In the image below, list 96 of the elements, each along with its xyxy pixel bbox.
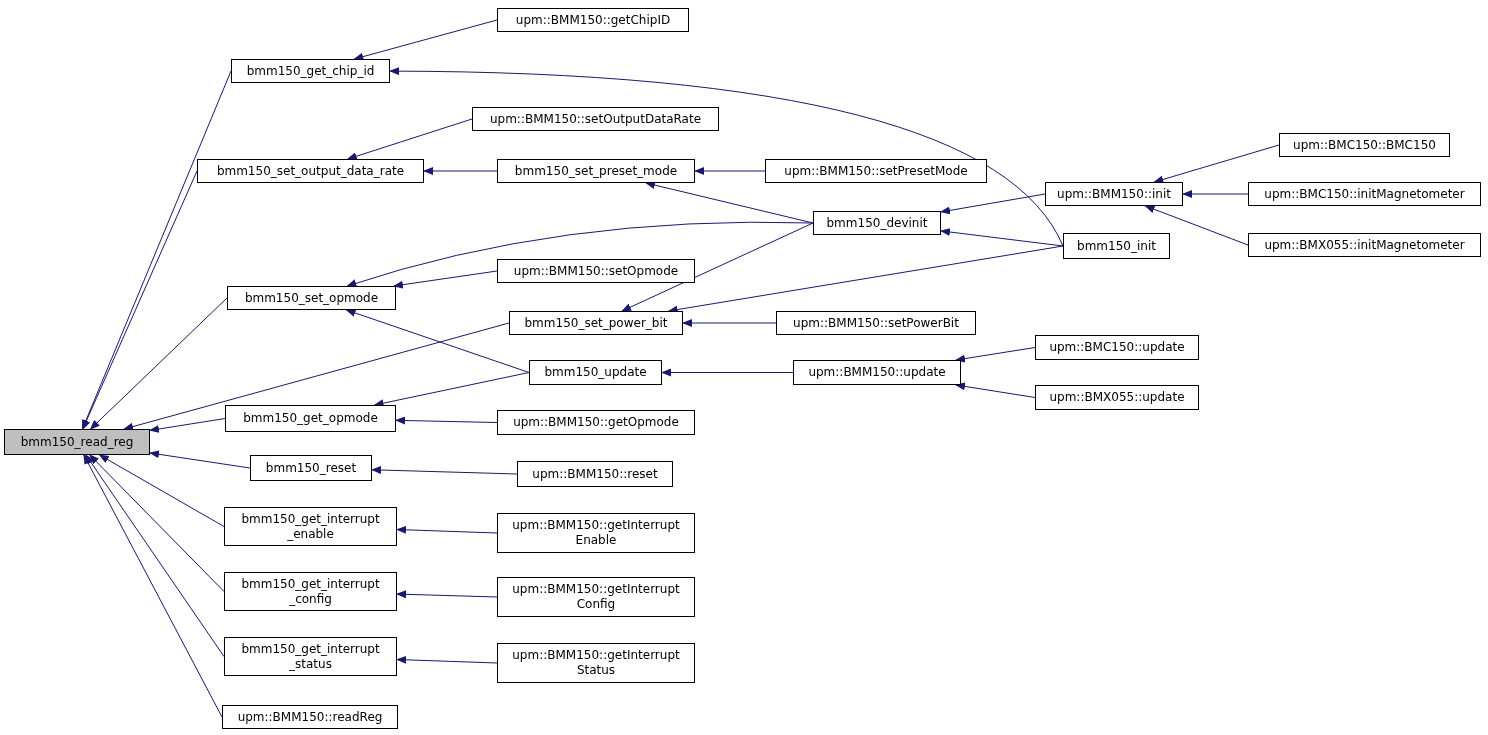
function-name: upm::BMM150::setPresetMode bbox=[783, 163, 969, 179]
function-box bbox=[1248, 233, 1481, 257]
function-box bbox=[497, 410, 695, 435]
function-name: bmm150_reset bbox=[264, 460, 358, 476]
function-box bbox=[222, 705, 398, 729]
function-name: upm::BMM150::setPowerBit bbox=[792, 315, 960, 331]
function-name: bmm150_update bbox=[543, 365, 648, 380]
call-arrow bbox=[85, 454, 225, 657]
function-name: upm::BMC150::BMC150 bbox=[1292, 137, 1437, 153]
call-arrow bbox=[694, 167, 766, 175]
function-box bbox=[497, 577, 695, 617]
function-box bbox=[497, 159, 695, 183]
function-name: upm::BMM150::getInterrupt Status bbox=[511, 648, 681, 678]
function-box bbox=[765, 159, 987, 183]
function-box bbox=[813, 211, 941, 235]
call-arrow bbox=[396, 655, 498, 664]
call-arrow bbox=[1153, 144, 1280, 184]
call-arrow bbox=[346, 221, 814, 288]
function-box bbox=[509, 311, 683, 335]
function-name: bmm150_set_output_data_rate bbox=[215, 163, 406, 179]
function-name: bmm150_init bbox=[1076, 238, 1157, 254]
function-name: bmm150_get_opmode bbox=[242, 411, 379, 426]
call-arrow bbox=[396, 525, 498, 534]
function-box bbox=[1248, 182, 1481, 206]
call-arrow bbox=[396, 590, 498, 599]
highlighted-function-box bbox=[4, 429, 150, 455]
call-arrow bbox=[345, 309, 530, 373]
call-arrow bbox=[395, 416, 498, 425]
call-arrow bbox=[1182, 190, 1249, 198]
function-name: upm::BMM150::init bbox=[1056, 186, 1172, 202]
function-name: upm::BMC150::initMagnetometer bbox=[1263, 186, 1466, 202]
function-name: bmm150_get_interrupt _config bbox=[240, 576, 381, 607]
call-arrow bbox=[346, 118, 473, 161]
function-name: bmm150_devinit bbox=[825, 215, 929, 231]
function-box bbox=[776, 311, 976, 335]
call-arrow bbox=[423, 167, 498, 175]
call-arrow bbox=[149, 450, 251, 469]
function-name: bmm150_set_preset_mode bbox=[513, 163, 679, 179]
function-box bbox=[250, 455, 372, 481]
function-name: upm::BMX055::initMagnetometer bbox=[1263, 237, 1466, 253]
call-arrow bbox=[621, 222, 814, 312]
function-name: upm::BMM150::reset bbox=[531, 466, 659, 482]
call-arrow bbox=[83, 454, 223, 718]
function-name: bmm150_get_interrupt _status bbox=[240, 641, 381, 672]
function-box bbox=[197, 159, 424, 183]
function-name: upm::BMM150::getOpmode bbox=[512, 415, 680, 430]
function-name: upm::BMX055::update bbox=[1048, 390, 1186, 405]
call-arrow bbox=[389, 67, 1064, 247]
function-box bbox=[227, 286, 396, 310]
function-box bbox=[497, 513, 695, 553]
function-box bbox=[497, 8, 689, 32]
function-name: bmm150_get_chip_id bbox=[245, 63, 376, 79]
call-arrow bbox=[682, 319, 777, 327]
function-box bbox=[497, 259, 695, 283]
function-box bbox=[224, 637, 397, 676]
function-box bbox=[231, 59, 390, 83]
function-name: upm::BMM150::getChipID bbox=[514, 12, 672, 28]
function-box bbox=[529, 360, 662, 385]
function-box bbox=[224, 572, 397, 611]
call-arrow bbox=[89, 297, 228, 430]
function-name: bmm150_set_power_bit bbox=[523, 315, 669, 331]
call-arrow bbox=[82, 170, 198, 430]
function-box bbox=[793, 360, 961, 385]
function-name: bmm150_get_interrupt _enable bbox=[240, 511, 381, 542]
call-arrow bbox=[392, 270, 498, 289]
function-name: bmm150_read_reg bbox=[19, 434, 135, 450]
function-box bbox=[472, 107, 719, 131]
function-box bbox=[497, 643, 695, 683]
function-name: upm::BMM150::readReg bbox=[236, 709, 384, 725]
function-box bbox=[224, 507, 397, 546]
function-box bbox=[1279, 133, 1450, 157]
function-name: upm::BMM150::update bbox=[807, 365, 947, 380]
function-box bbox=[1063, 233, 1170, 259]
call-arrow bbox=[940, 193, 1046, 215]
function-name: upm::BMC150::update bbox=[1048, 340, 1186, 355]
call-arrow bbox=[371, 466, 518, 475]
function-name: bmm150_set_opmode bbox=[243, 290, 380, 306]
call-arrow bbox=[353, 19, 498, 61]
call-arrow bbox=[149, 418, 226, 433]
function-box bbox=[1035, 335, 1199, 360]
function-box bbox=[517, 461, 673, 487]
call-arrow bbox=[955, 347, 1036, 363]
call-arrow bbox=[661, 368, 794, 377]
function-name: upm::BMM150::getInterrupt Enable bbox=[511, 518, 681, 548]
call-arrow bbox=[98, 454, 225, 527]
call-arrow bbox=[89, 454, 225, 592]
call-arrow bbox=[1144, 205, 1249, 246]
function-name: upm::BMM150::setOpmode bbox=[512, 263, 680, 279]
call-arrow bbox=[940, 228, 1064, 247]
function-name: upm::BMM150::setOutputDataRate bbox=[488, 111, 703, 127]
call-arrow bbox=[123, 322, 510, 431]
function-box bbox=[1035, 385, 1199, 410]
call-arrow bbox=[955, 382, 1036, 398]
function-name: upm::BMM150::getInterrupt Config bbox=[511, 582, 681, 612]
function-box bbox=[225, 405, 396, 432]
function-box bbox=[1045, 182, 1183, 206]
